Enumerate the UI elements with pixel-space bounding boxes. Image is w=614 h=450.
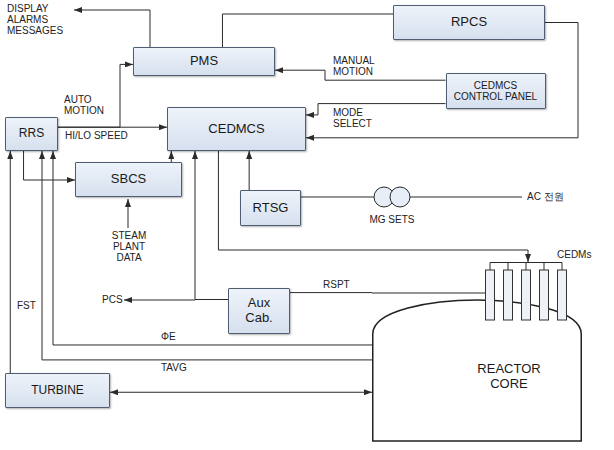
reactor-vessel: REACTOR CORE <box>372 262 582 442</box>
annotation-label: PCS <box>101 294 124 305</box>
system-box: SBCS <box>75 162 182 197</box>
node-label: PMS <box>190 54 218 69</box>
signal-connector <box>58 127 167 128</box>
mg-lead <box>366 197 374 198</box>
signal-connector <box>222 14 393 47</box>
cedm-rod <box>522 270 531 320</box>
system-box: RTSG <box>240 190 301 226</box>
annotation-label: DISPLAY ALARMS MESSAGES <box>6 3 74 36</box>
cedm-rod <box>486 270 495 320</box>
signal-label: RSPT <box>322 279 351 290</box>
cedm-rod <box>504 270 513 320</box>
vessel-outline <box>372 262 582 442</box>
cedm-lead <box>490 263 491 271</box>
signal-connector <box>53 151 372 345</box>
signal-connector <box>24 151 75 180</box>
system-box: TURBINE <box>5 373 110 408</box>
system-box: RPCS <box>393 5 545 40</box>
signal-label: FST <box>16 300 37 311</box>
annotation-label: CEDMs <box>556 249 592 260</box>
signal-label: ΦE <box>160 331 177 342</box>
system-box: PMS <box>133 47 275 76</box>
node-label: SBCS <box>111 172 146 187</box>
signal-connector <box>171 151 172 162</box>
cedm-rod <box>558 270 567 320</box>
reactor-dome <box>373 300 582 441</box>
signal-connector <box>195 151 228 300</box>
ac-power-line <box>418 197 522 198</box>
annotation-label: STEAM PLANT DATA <box>103 230 155 263</box>
mg-lead <box>410 197 418 198</box>
signal-connector <box>249 151 250 190</box>
signal-label: TAVG <box>160 362 188 373</box>
signal-connector <box>290 292 372 293</box>
node-label: CEDMCS CONTROL PANEL <box>451 80 541 103</box>
signal-connector <box>42 151 372 360</box>
system-box: CEDMCS CONTROL PANEL <box>446 73 546 109</box>
node-label: MG SETS <box>369 214 414 226</box>
node-label: RPCS <box>451 15 487 30</box>
cedm-lead <box>562 263 563 271</box>
cedm-lead <box>544 263 545 271</box>
pcs-arrow <box>124 300 195 301</box>
system-box: Aux Cab. <box>228 288 290 334</box>
node-label: REACTOR CORE <box>464 362 554 392</box>
signal-connector <box>10 151 11 373</box>
signal-connector <box>110 392 372 393</box>
signal-label: HI/LO SPEED <box>64 130 129 141</box>
rspt-lead <box>372 293 486 294</box>
node-label: RTSG <box>253 201 289 216</box>
cedm-lead <box>526 263 527 271</box>
steam-data-arrow <box>128 199 129 228</box>
signal-connector <box>301 196 366 197</box>
node-label: TURBINE <box>31 384 84 398</box>
cedm-rod <box>540 270 549 320</box>
motor-generator-set: MG SETS <box>366 185 418 225</box>
display-arrow <box>74 10 150 47</box>
signal-label: AUTO MOTION <box>63 94 117 116</box>
signal-label: MODE SELECT <box>332 107 394 129</box>
system-box: RRS <box>5 117 58 151</box>
annotation-label: AC 전원 <box>526 191 565 202</box>
cedm-lead <box>508 263 509 271</box>
signal-connector <box>58 64 133 127</box>
mg-set-symbol <box>366 185 418 211</box>
signal-connector <box>218 151 528 262</box>
node-label: RRS <box>19 127 44 141</box>
node-label: Aux Cab. <box>239 296 279 326</box>
node-label: CEDMCS <box>208 122 264 137</box>
system-box: CEDMCS <box>167 107 306 151</box>
signal-label: MANUAL MOTION <box>332 55 394 77</box>
machine-circle <box>390 187 410 207</box>
